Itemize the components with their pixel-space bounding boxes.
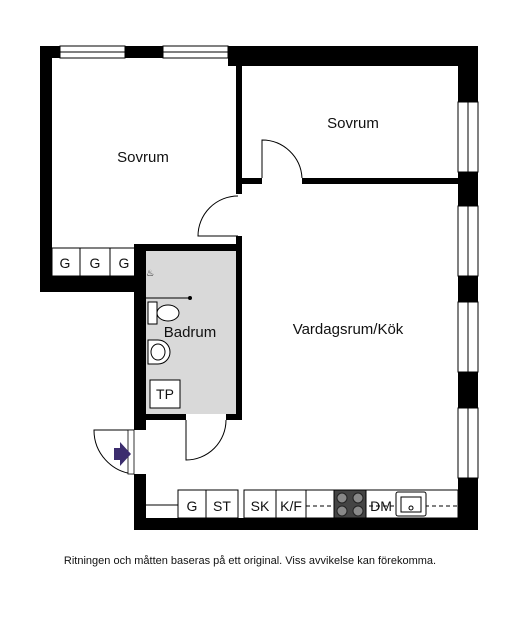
bathroom-fixtures: ♨ xyxy=(146,269,192,409)
kitchen-st-label: ST xyxy=(213,498,231,514)
doors xyxy=(93,139,303,475)
door-bedroom-left xyxy=(197,195,239,237)
room-label-bathroom: Badrum xyxy=(164,324,217,341)
kitchen-sk-label: SK xyxy=(251,498,270,514)
wardrobe-label-1: G xyxy=(60,255,71,271)
disclaimer-text: Ritningen och måtten baseras på ett orig… xyxy=(63,555,437,567)
tp-box xyxy=(149,379,181,409)
door-entrance xyxy=(93,429,135,475)
toilet-icon xyxy=(147,301,180,325)
windows xyxy=(59,45,479,479)
room-label-bedroom-left: Sovrum xyxy=(117,149,169,166)
kitchen-g-label: G xyxy=(187,498,198,514)
room-label-living-kitchen: Vardagsrum/Kök xyxy=(293,321,404,338)
stove-icon xyxy=(333,489,367,519)
exterior-walls xyxy=(40,46,478,530)
wardrobes xyxy=(51,247,139,277)
tp-label: TP xyxy=(156,386,174,402)
interior-walls xyxy=(134,58,458,420)
svg-text:♨: ♨ xyxy=(146,269,154,279)
kitchen-dm-label: DM xyxy=(370,498,392,514)
door-bathroom xyxy=(185,419,227,461)
wardrobe-label-2: G xyxy=(90,255,101,271)
sink-icon xyxy=(395,491,427,517)
kitchen-kf-label: K/F xyxy=(280,498,302,514)
kitchen-counter xyxy=(146,489,459,519)
room-label-bedroom-right: Sovrum xyxy=(327,115,379,132)
door-bedroom-right xyxy=(261,139,303,179)
entrance-arrow-icon xyxy=(114,442,131,466)
wardrobe-label-3: G xyxy=(119,255,130,271)
washbasin-icon xyxy=(147,339,171,365)
